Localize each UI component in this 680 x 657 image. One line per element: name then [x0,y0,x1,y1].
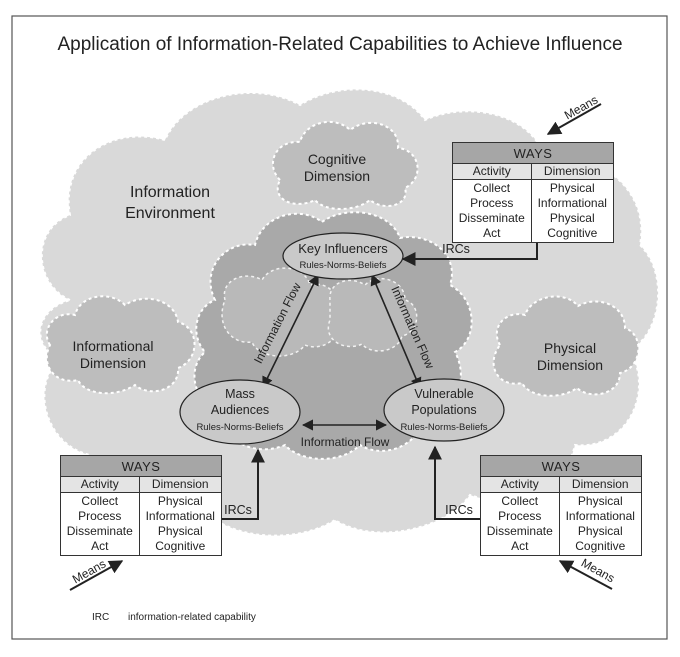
ways-dimensions: Physical Informational Physical Cognitiv… [138,492,223,556]
node-mass-audiences-name-2: Audiences [211,403,269,417]
node-key-influencers-name: Key Influencers [298,241,388,256]
ways-col-activity: Activity [452,163,532,180]
activity-item: Act [91,539,109,553]
activity-item: Disseminate [486,524,553,538]
dimension-item: Informational [565,509,635,523]
irc-label-left: IRCs [224,503,252,517]
dimension-item: Physical [157,524,203,538]
cognitive-dimension-cloud [271,121,419,210]
diagram-title: Application of Information-Related Capab… [57,34,622,55]
means-arrow-left [69,560,124,591]
activity-item: Process [470,196,514,210]
physical-dimension-cloud [492,295,640,397]
ways-table-top: WAYS Activity Dimension Collect Process … [452,142,615,243]
activity-item: Process [498,509,542,523]
activity-item: Process [78,509,122,523]
node-vulnerable-populations: Vulnerable Populations Rules-Norms-Belie… [383,378,505,442]
irc-label-right: IRCs [445,503,473,517]
dimension-item: Cognitive [155,539,206,553]
irc-connector-left [222,448,265,520]
node-vulnerable-populations-name-2: Populations [411,403,476,417]
dimension-item: Physical [577,524,623,538]
means-arrow-right [558,560,613,590]
activity-item: Collect [501,494,539,508]
activity-item: Disseminate [458,211,525,225]
dimension-item: Informational [537,196,607,210]
dimension-item: Physical [577,494,623,508]
dimension-item: Cognitive [547,226,598,240]
ways-dimensions: Physical Informational Physical Cognitiv… [558,492,643,556]
ways-col-dimension: Dimension [530,163,615,180]
dimension-item: Physical [157,494,203,508]
irc-label-top: IRCs [442,242,470,256]
ways-col-dimension: Dimension [138,476,223,493]
activity-item: Act [483,226,501,240]
ways-table-title: WAYS [480,455,642,477]
ways-table-title: WAYS [452,142,614,164]
node-key-influencers: Key Influencers Rules-Norms-Beliefs [282,232,404,280]
node-vulnerable-populations-sub: Rules-Norms-Beliefs [400,422,487,433]
ways-col-activity: Activity [60,476,140,493]
ways-col-dimension: Dimension [558,476,643,493]
ways-table-title: WAYS [60,455,222,477]
footnote-definition: information-related capability [128,612,256,623]
node-mass-audiences-name-1: Mass [225,387,255,401]
means-arrow-top [546,103,602,135]
dimension-item: Physical [549,211,595,225]
flow-arrow-mass-key [262,273,319,389]
ways-activities: Collect Process Disseminate Act [480,492,560,556]
ways-activities: Collect Process Disseminate Act [452,179,532,243]
node-key-influencers-sub: Rules-Norms-Beliefs [299,260,386,271]
flow-arrow-key-vulnerable [370,273,422,390]
irc-connector-right [428,445,480,520]
dimension-item: Physical [549,181,595,195]
ways-activities: Collect Process Disseminate Act [60,492,140,556]
node-mass-audiences-sub: Rules-Norms-Beliefs [196,422,283,433]
flow-label-bottom: Information Flow [301,435,390,449]
activity-item: Collect [473,181,511,195]
node-vulnerable-populations-name-1: Vulnerable [414,387,473,401]
activity-item: Disseminate [66,524,133,538]
footnote-abbr: IRC [92,612,109,623]
informational-dimension-cloud [45,295,196,395]
irc-connector-top [401,242,538,266]
ways-col-activity: Activity [480,476,560,493]
dimension-item: Cognitive [575,539,626,553]
activity-item: Act [511,539,529,553]
node-mass-audiences: Mass Audiences Rules-Norms-Beliefs [179,379,301,445]
activity-item: Collect [81,494,119,508]
ways-table-left: WAYS Activity Dimension Collect Process … [60,455,223,556]
ways-dimensions: Physical Informational Physical Cognitiv… [530,179,615,243]
ways-table-right: WAYS Activity Dimension Collect Process … [480,455,643,556]
dimension-item: Informational [145,509,215,523]
